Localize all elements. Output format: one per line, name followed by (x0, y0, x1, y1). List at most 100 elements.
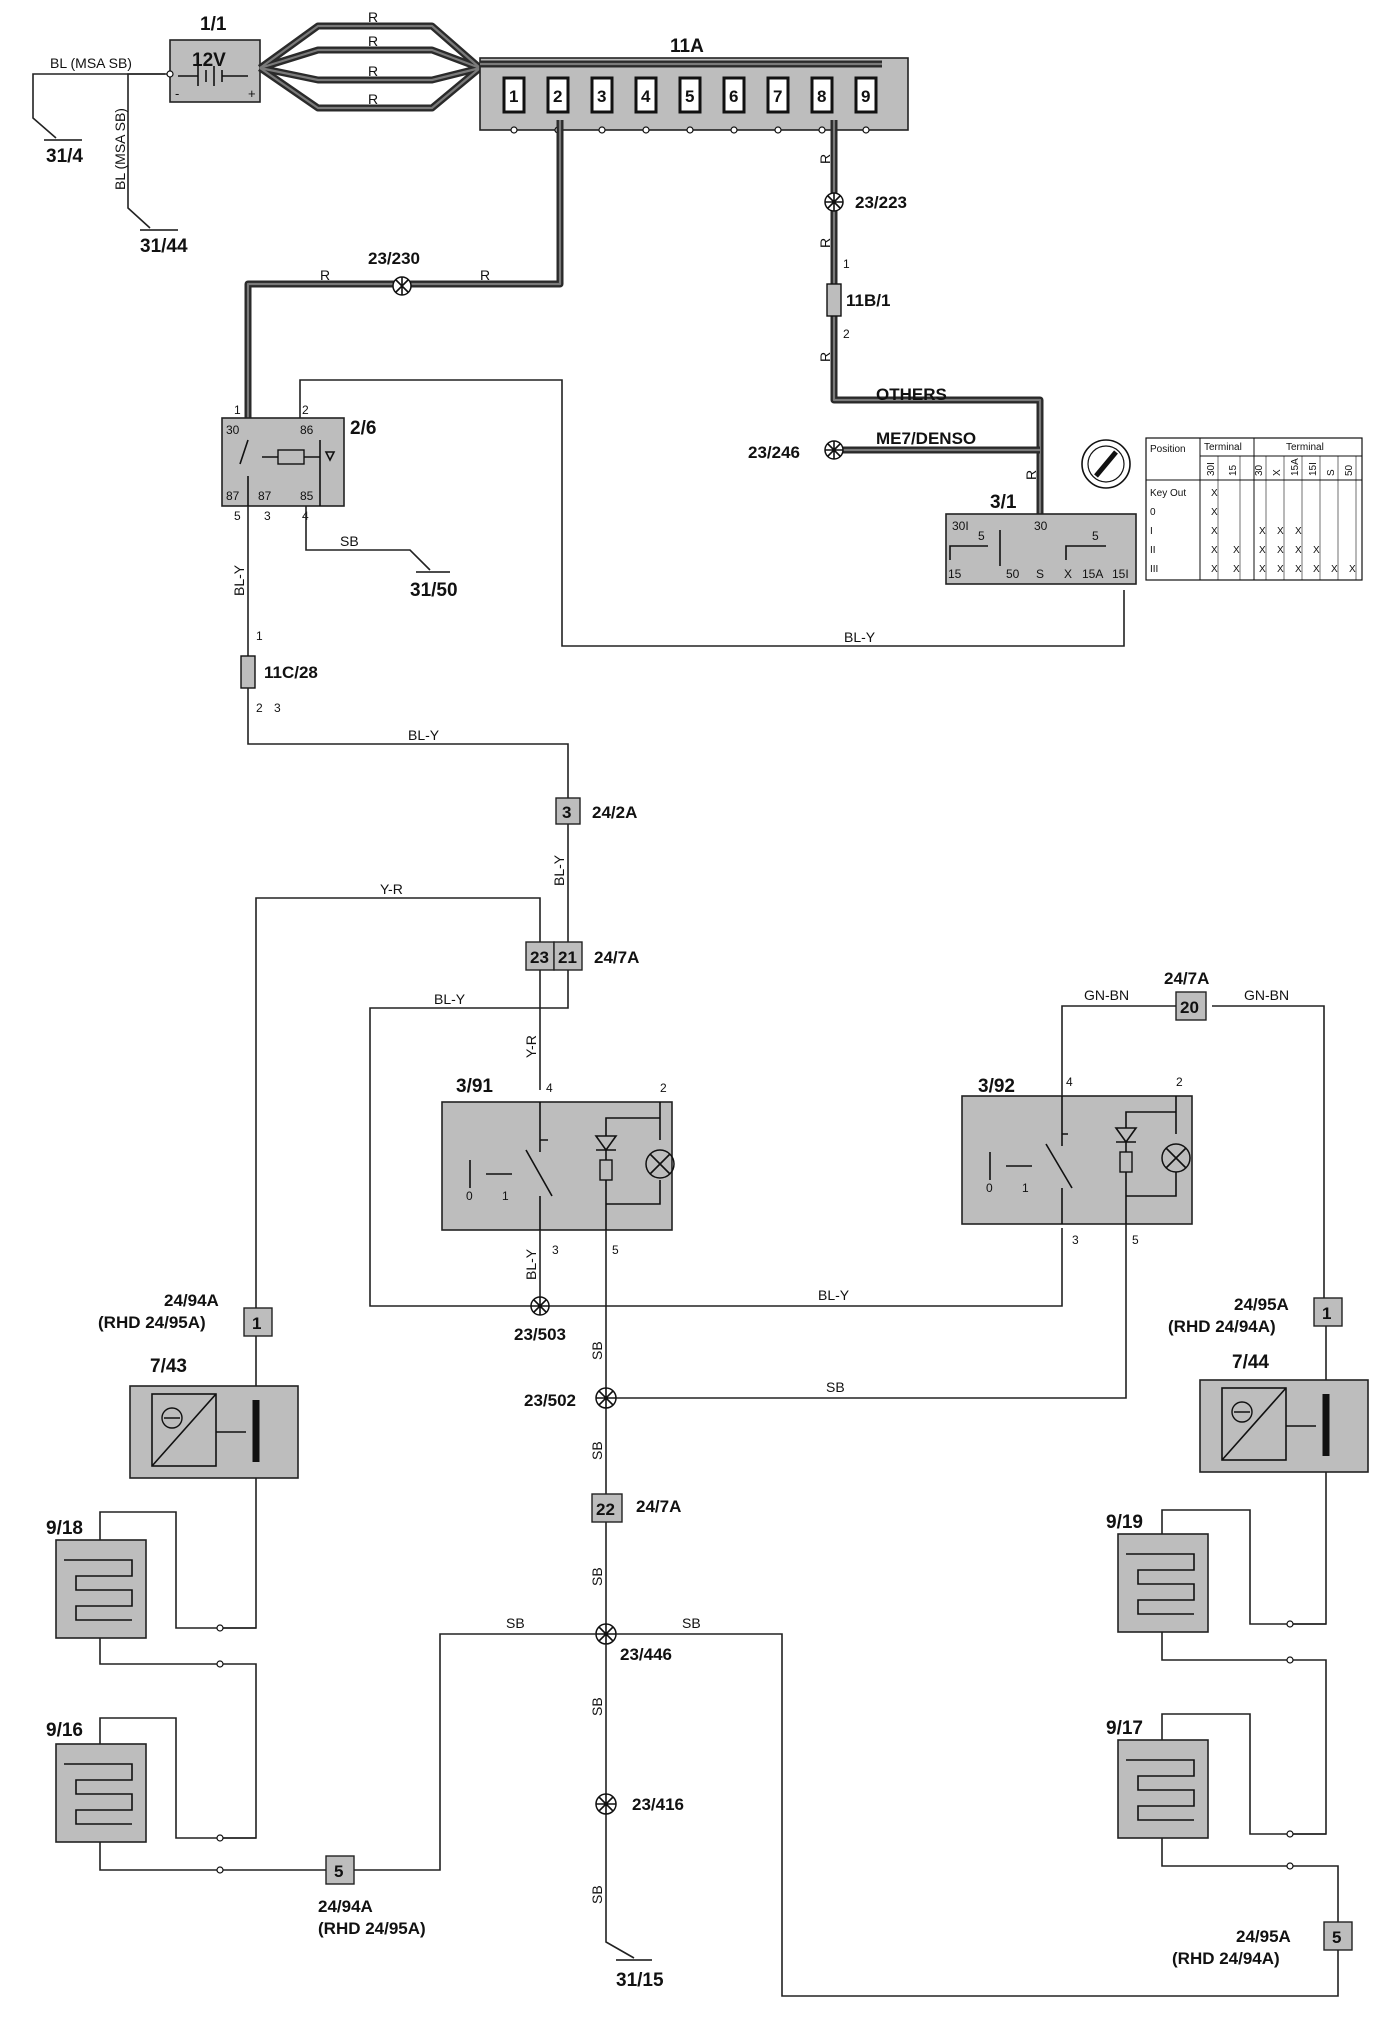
fuse-pin-label: 2 (553, 87, 562, 106)
splice-23-503: 23/503 (514, 1325, 566, 1344)
c24-94a-bottom-id: 24/94A (318, 1897, 373, 1916)
ign-t-x: X (1064, 567, 1072, 581)
heater-element-icon (64, 1559, 133, 1621)
table-col-30I: 30I (1206, 462, 1217, 476)
fuse-11b-label: 11B/1 (846, 291, 890, 310)
battery-voltage: 12V (192, 50, 226, 71)
switch-3-91-body (441, 1101, 673, 1231)
s392-pos0: 0 (986, 1181, 993, 1195)
switch-3-91: 3/91 4 2 3 5 0 1 (441, 1076, 675, 1257)
ground-31-44: 31/44 (140, 229, 188, 257)
fuse-pin-terminal (730, 126, 738, 134)
c24-7a-id-left: 24/7A (594, 948, 639, 967)
ignition-id: 3/1 (990, 492, 1017, 513)
ground-label-31-4: 31/4 (46, 146, 83, 167)
variant-others: OTHERS (876, 385, 947, 404)
splice-23-230: 23/230 (368, 249, 420, 268)
ign-t-15a: 15A (1082, 567, 1103, 581)
splice-23-246: 23/246 (748, 443, 800, 462)
relay-pin-87a: 87 (226, 489, 240, 503)
wire-label-bly-ign: BL-Y (844, 629, 876, 645)
fuse-slot (678, 76, 702, 114)
s391-wires: BL-Y 23/503 (514, 1230, 607, 1642)
table-mark: X (1211, 564, 1218, 575)
fuse-pin-terminal (818, 126, 826, 134)
thermostat-7-44 (1199, 1379, 1369, 1473)
relay-body (221, 417, 345, 507)
wire-label-yr-top: Y-R (380, 881, 403, 897)
heater-element-icon (1126, 1553, 1195, 1615)
fuse-pin-label: 6 (729, 87, 738, 106)
relay-ext-pin-1: 1 (234, 403, 241, 417)
ign-t-30i: 30I (952, 519, 969, 533)
table-mark: X (1295, 564, 1302, 575)
wire-label-gnbn-2: GN-BN (1244, 987, 1289, 1003)
left-heater-circuit: 1 24/94A (RHD 24/95A) 7/43 9/18 9/16 5 2… (46, 1291, 426, 1938)
thermostat-icon (161, 1407, 183, 1429)
feed-to-ignition: R R R R 23/223 1 2 11B/1 23/246 OTHERS M… (748, 120, 1044, 520)
wire-label-sb-2: SB (826, 1379, 845, 1395)
heater-element-icon (1126, 1759, 1195, 1821)
table-header-terminal2: Terminal (1286, 442, 1324, 453)
table-row-label: II (1150, 545, 1156, 556)
variant-me7: ME7/DENSO (876, 429, 976, 448)
s391-pin4: 4 (546, 1081, 553, 1095)
wire-label-r-7: R (817, 154, 833, 164)
wire-label-gnbn-1: GN-BN (1084, 987, 1129, 1003)
table-col-15I: 15I (1308, 462, 1319, 476)
yr-wires: Y-R Y-R BL-Y BL-Y (255, 881, 1063, 1308)
c24-7a-id-mid: 24/7A (636, 1497, 681, 1516)
ignition-switch-3-1: 3/1 30I 5 30 5 15 50 S X 15A 15I (945, 439, 1137, 585)
table-mark: X (1313, 564, 1320, 575)
fuse-slot (546, 76, 570, 114)
table-mark: X (1211, 526, 1218, 537)
s391-pin3: 3 (552, 1243, 559, 1257)
heater-9-16-id: 9/16 (46, 1720, 83, 1741)
table-row-label: Key Out (1150, 488, 1186, 499)
table-row-label: I (1150, 526, 1153, 537)
feed-to-relay: R R 23/230 (244, 120, 564, 420)
c24-95a-bottom-alt: (RHD 24/94A) (1172, 1949, 1280, 1968)
relay-pin-86: 86 (300, 423, 314, 437)
c24-95a-bottom-pin: 5 (1332, 1928, 1341, 1947)
fuse-pin-terminal (598, 126, 606, 134)
c24-2a-id: 24/2A (592, 803, 637, 822)
thermostat-icon (1231, 1401, 1253, 1423)
c24-7a-id-right: 24/7A (1164, 969, 1209, 988)
table-header-position: Position (1150, 444, 1186, 455)
fuse-pin-label: 1 (509, 87, 518, 106)
splice-23-502: 23/502 (524, 1391, 576, 1410)
wire-label-bly-5: BL-Y (523, 1248, 539, 1280)
s392-pin4: 4 (1066, 1075, 1073, 1089)
switch-3-91-id: 3/91 (456, 1076, 493, 1097)
table-mark: X (1277, 526, 1284, 537)
table-row-label: III (1150, 564, 1158, 575)
c24-7a-pin20: 20 (1180, 998, 1199, 1017)
c24-95a-right-pin: 1 (1322, 1304, 1331, 1323)
c24-94a-bottom-pin: 5 (334, 1862, 343, 1881)
wire-label-bly-3: BL-Y (434, 991, 466, 1007)
wire-label-bly-4: BL-Y (818, 1287, 850, 1303)
heater-9-17 (1117, 1739, 1209, 1839)
c24-94a-bottom-alt: (RHD 24/95A) (318, 1919, 426, 1938)
relay-pin-30: 30 (226, 423, 240, 437)
heater-9-16 (55, 1743, 147, 1843)
fuse-11b-pin2: 2 (843, 327, 850, 341)
s392-pin3: 3 (1072, 1233, 1079, 1247)
fuse-slot (854, 76, 878, 114)
table-col-S: S (1326, 469, 1337, 476)
splice-23-223: 23/223 (855, 193, 907, 212)
wire-label-sb-5: SB (589, 1697, 605, 1716)
heater-9-18 (55, 1539, 147, 1639)
c24-95a-right-alt: (RHD 24/94A) (1168, 1317, 1276, 1336)
s392-wires: GN-BN GN-BN (606, 987, 1325, 1399)
relay-pin-87b: 87 (258, 489, 272, 503)
relay-pin-85: 85 (300, 489, 314, 503)
connector-24-7a-right: 20 24/7A (1164, 969, 1209, 1021)
wire-label-sb-relay: SB (340, 533, 359, 549)
table-mark: X (1259, 545, 1266, 556)
fuse-pin-label: 7 (773, 87, 782, 106)
s391-pos0: 0 (466, 1189, 473, 1203)
